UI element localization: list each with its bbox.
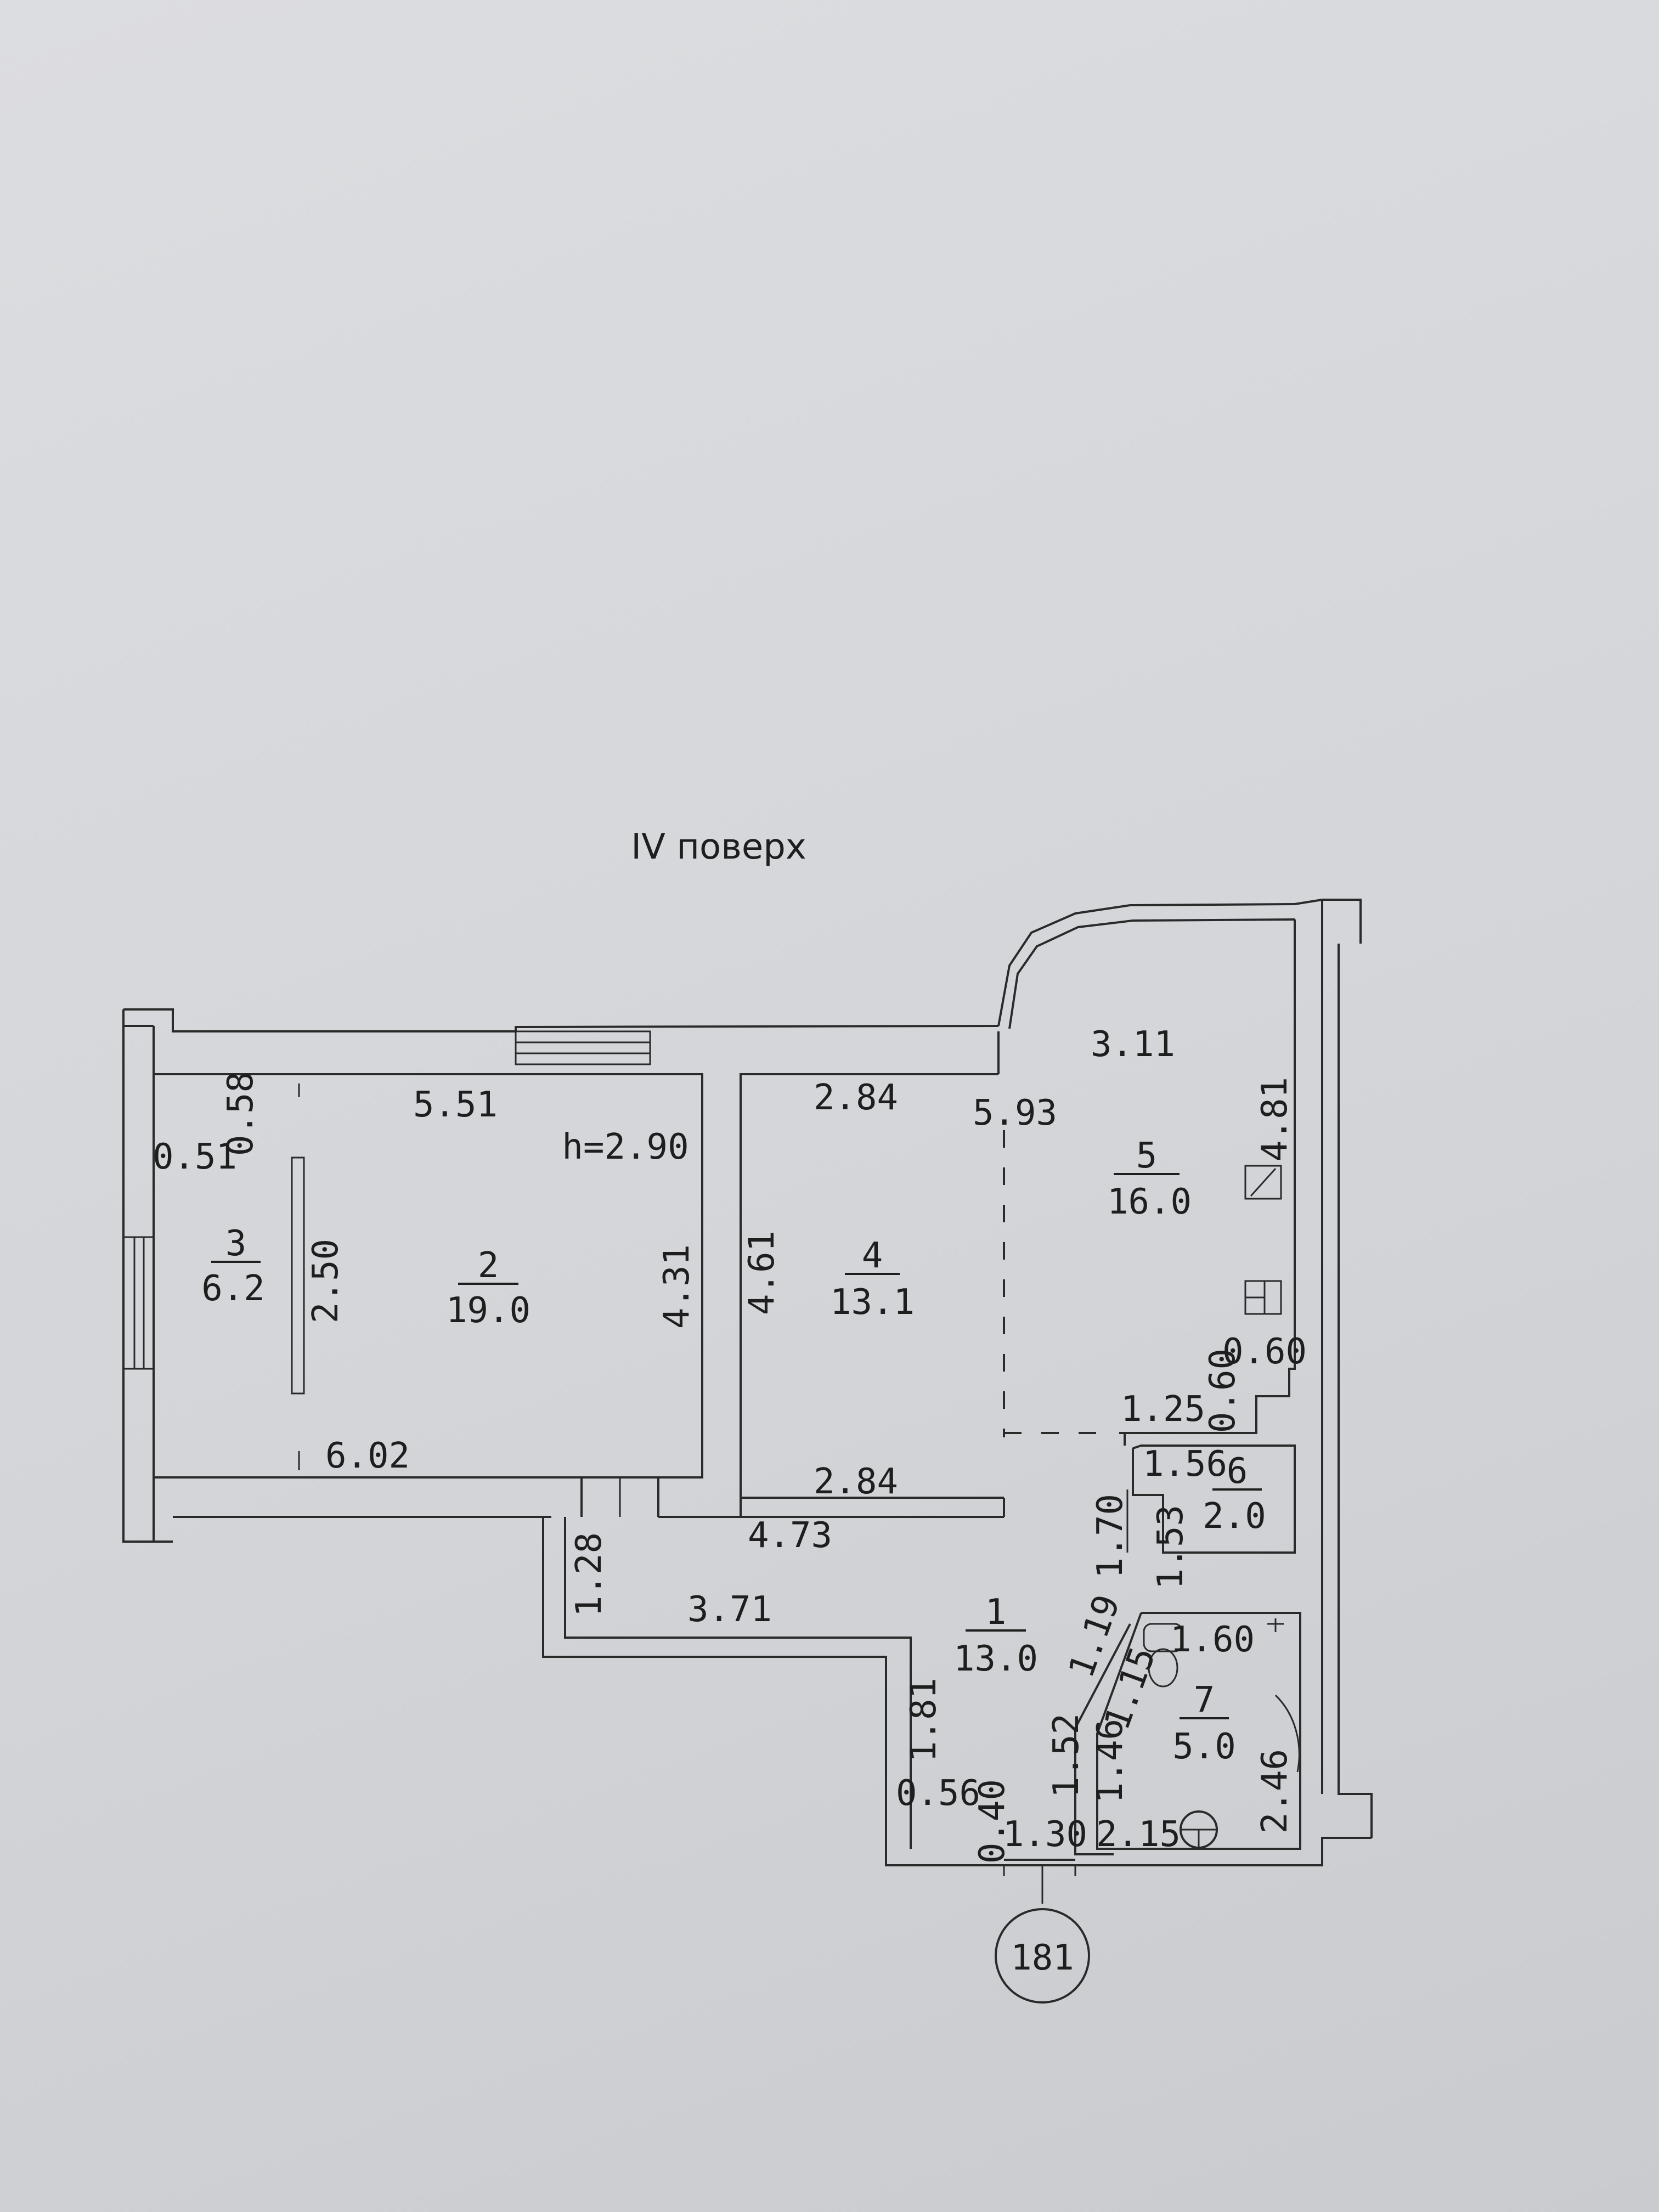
dim-1-28: 1.28 xyxy=(569,1532,610,1617)
room-area: 16.0 xyxy=(1107,1182,1192,1222)
dim-0-56: 0.56 xyxy=(896,1773,980,1814)
dim-1-30: 1.30 xyxy=(1003,1814,1087,1855)
floor-label: IV поверх xyxy=(631,827,806,867)
dim-1-52: 1.52 xyxy=(1046,1713,1087,1798)
dim-2-46: 2.46 xyxy=(1255,1749,1295,1833)
dim-0-60-v: 0.60 xyxy=(1203,1348,1243,1433)
room-label-6: 6 2.0 xyxy=(1203,1451,1266,1537)
dimension-labels: 5.51 0.51 6.02 2.84 2.84 5.93 3.11 0.60 … xyxy=(153,1024,1307,1864)
dim-6-02: 6.02 xyxy=(325,1436,410,1476)
plan-number-badge: 181 xyxy=(995,1908,1090,2004)
dim-1-81: 1.81 xyxy=(904,1678,944,1762)
dim-4-81: 4.81 xyxy=(1255,1077,1295,1161)
room-label-1: 1 13.0 xyxy=(953,1592,1038,1679)
room-7-walls xyxy=(1074,1612,1301,1855)
dim-5-51: 5.51 xyxy=(413,1085,498,1125)
room-label-5: 5 16.0 xyxy=(1107,1136,1192,1222)
dim-1-46: 1.46 xyxy=(1090,1719,1131,1803)
room-area: 13.1 xyxy=(830,1282,915,1323)
room-area: 5.0 xyxy=(1172,1726,1236,1767)
dim-2-50: 2.50 xyxy=(306,1239,346,1323)
window-top xyxy=(515,1030,651,1065)
window-left xyxy=(122,1236,155,1370)
room-5-walls xyxy=(1004,919,1296,1446)
room-area: 6.2 xyxy=(201,1268,265,1309)
room-number: 3 xyxy=(225,1223,247,1264)
room-number: 5 xyxy=(1136,1136,1158,1176)
room-6-walls xyxy=(1126,1444,1296,1554)
outer-walls xyxy=(122,899,1373,1866)
dim-0-40: 0.40 xyxy=(972,1779,1013,1864)
dim-4-61: 4.61 xyxy=(742,1231,782,1315)
dim-1-53: 1.53 xyxy=(1150,1505,1191,1589)
room-number: 2 xyxy=(478,1245,499,1286)
room-2-walls xyxy=(153,1073,703,1517)
dim-2-84-top: 2.84 xyxy=(814,1077,898,1118)
room-area: 2.0 xyxy=(1203,1496,1266,1537)
dim-1-60: 1.60 xyxy=(1170,1620,1255,1660)
ceiling-height: h=2.90 xyxy=(562,1127,689,1167)
dim-5-93: 5.93 xyxy=(973,1093,1057,1133)
room-label-3: 3 6.2 xyxy=(201,1223,265,1309)
dim-1-25: 1.25 xyxy=(1121,1389,1205,1430)
dim-1-56: 1.56 xyxy=(1143,1444,1227,1485)
room-label-2: 2 19.0 xyxy=(446,1245,531,1331)
room-number: 4 xyxy=(862,1235,883,1276)
dim-0-58: 0.58 xyxy=(221,1071,261,1156)
ventilation-shaft xyxy=(1244,1165,1282,1200)
dim-2-15: 2.15 xyxy=(1096,1814,1181,1855)
room-label-7: 7 5.0 xyxy=(1172,1680,1236,1767)
room-number: 7 xyxy=(1194,1680,1215,1720)
dim-3-71: 3.71 xyxy=(687,1589,772,1630)
room-number: 6 xyxy=(1227,1451,1248,1492)
dim-0-51: 0.51 xyxy=(153,1137,237,1177)
dim-0-60-h: 0.60 xyxy=(1222,1331,1307,1372)
entrance-door xyxy=(1003,1859,1076,1904)
room-area: 19.0 xyxy=(446,1290,531,1331)
plan-number: 181 xyxy=(1011,1938,1074,1978)
dim-4-31: 4.31 xyxy=(657,1244,697,1329)
dim-1-70: 1.70 xyxy=(1090,1494,1131,1578)
windows xyxy=(122,1030,651,1370)
room-number: 1 xyxy=(985,1592,1007,1633)
dim-2-84-bottom: 2.84 xyxy=(814,1462,898,1502)
toilet xyxy=(1143,1623,1183,1652)
room-area: 13.0 xyxy=(953,1639,1038,1679)
room-label-4: 4 13.1 xyxy=(830,1235,915,1323)
dim-4-73: 4.73 xyxy=(748,1515,832,1556)
dim-3-11: 3.11 xyxy=(1091,1024,1175,1065)
room-4-walls xyxy=(658,1031,1005,1518)
